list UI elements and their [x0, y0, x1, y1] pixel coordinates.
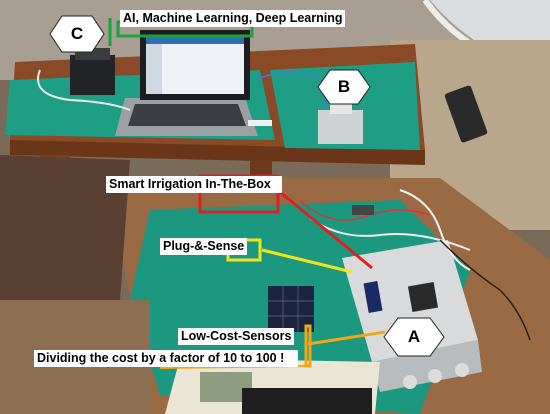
cable-white-1	[309, 217, 471, 251]
cable-black	[439, 239, 531, 341]
cable-left	[37, 69, 131, 111]
irrigation-pointer-line	[279, 190, 373, 270]
marker-a-hexagon	[383, 317, 445, 357]
marker-a-letter: A	[407, 327, 421, 346]
gland-2	[428, 369, 442, 383]
device-b-box	[318, 110, 363, 144]
plug-pointer-line	[261, 248, 353, 274]
usb-stick	[248, 120, 272, 126]
keyboard	[242, 388, 372, 414]
marker-b-hexagon	[317, 69, 371, 105]
cable-white-2	[399, 189, 471, 271]
cable-blue	[254, 71, 326, 116]
label-low-cost-sensors: Low-Cost-Sensors	[178, 328, 295, 345]
marker-c-letter: C	[70, 24, 84, 43]
label-plug-and-sense: Plug-&-Sense	[160, 238, 248, 255]
raspberry-device	[70, 55, 115, 95]
device-a-lcd	[363, 281, 383, 313]
sensor-probe	[352, 205, 374, 215]
laptop-screen-header	[146, 36, 244, 44]
sensors-pointer-line	[307, 330, 386, 346]
gland-1	[403, 375, 417, 389]
device-a-side	[372, 340, 482, 392]
device-a-button	[407, 281, 439, 313]
laptop-screen-sidebar	[146, 44, 162, 94]
under-desk-shadow	[0, 155, 130, 300]
solar-panel	[268, 286, 314, 332]
label-smart-irrigation: Smart Irrigation In-The-Box	[106, 176, 282, 193]
device-a-box	[342, 240, 478, 362]
marker-b-letter: B	[337, 77, 351, 96]
power-strip	[444, 85, 488, 143]
laptop-keyboard	[128, 104, 246, 126]
label-ai-ml-dl: AI, Machine Learning, Deep Learning	[120, 10, 346, 27]
cable-red	[299, 199, 431, 221]
gland-3	[455, 363, 469, 377]
marker-c-hexagon	[49, 15, 105, 53]
laptop-screen	[146, 36, 244, 94]
label-cost-reduction: Dividing the cost by a factor of 10 to 1…	[34, 350, 298, 367]
back-desk-edge	[10, 140, 425, 165]
